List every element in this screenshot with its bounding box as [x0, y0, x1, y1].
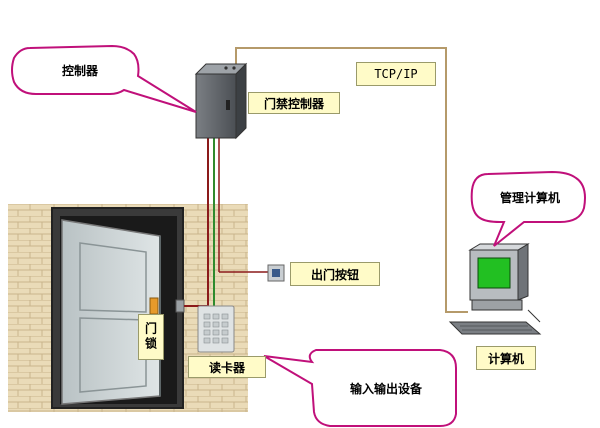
exit-button-device — [267, 264, 285, 282]
computer-label: 计算机 — [476, 346, 536, 370]
wiring — [184, 47, 468, 320]
computer-device — [448, 243, 542, 335]
card-reader-label: 读卡器 — [188, 356, 266, 378]
door-lock-label: 门锁 — [138, 314, 164, 360]
exit-button-label: 出门按钮 — [290, 262, 380, 286]
io-device-callout-text: 输入输出设备 — [349, 382, 422, 396]
controller-callout-text: 控制器 — [61, 64, 98, 78]
card-reader-device — [197, 305, 235, 353]
callout-bubbles — [11, 44, 586, 427]
controller-cabinet — [194, 62, 248, 140]
protocol-label: TCP/IP — [356, 62, 436, 86]
access-controller-label: 门禁控制器 — [248, 92, 340, 114]
management-pc-callout-text: 管理计算机 — [499, 191, 560, 205]
door — [51, 207, 185, 409]
